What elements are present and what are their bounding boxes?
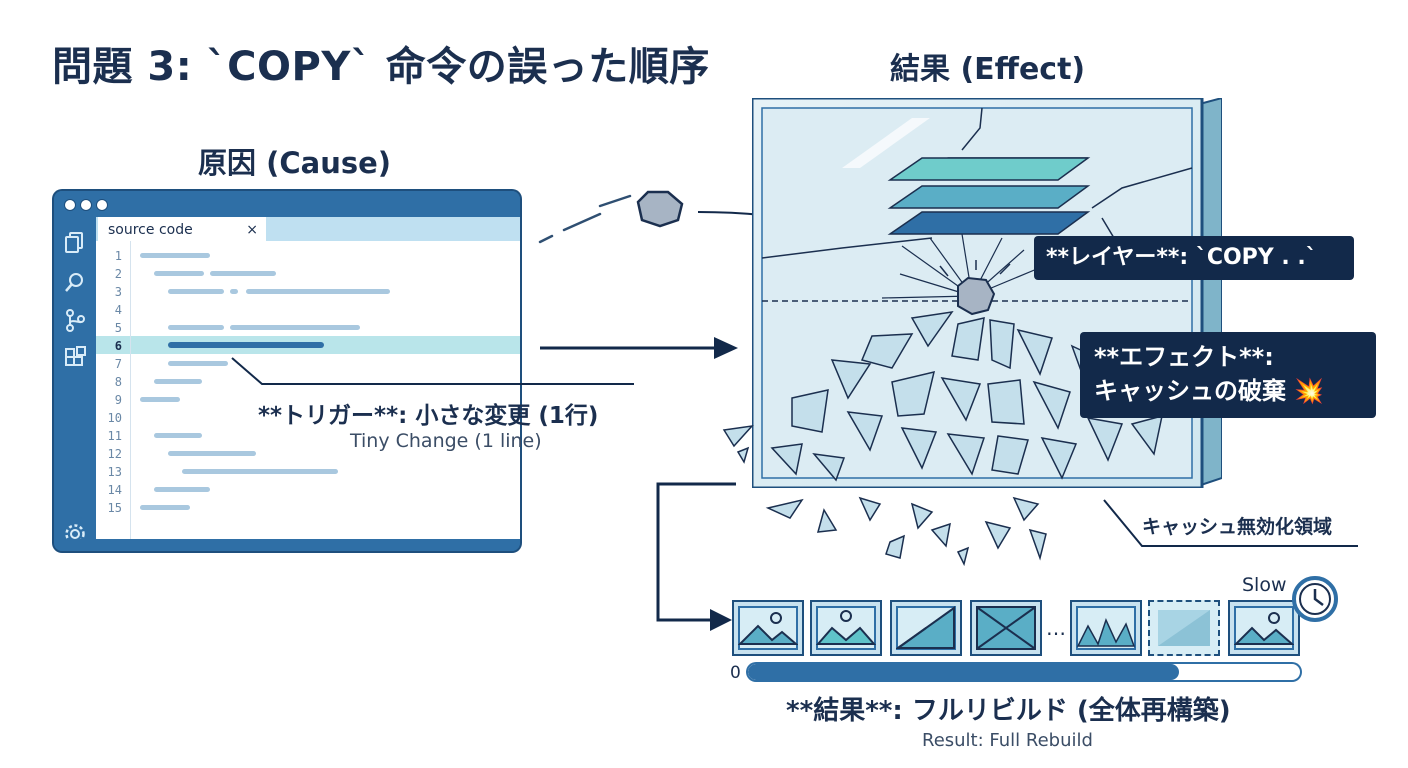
broken-image-icon [1076, 606, 1136, 650]
code-line [140, 397, 180, 402]
effect-callout: **エフェクト**: キャッシュの破棄 💥 [1080, 332, 1376, 418]
image-icon [976, 606, 1036, 650]
build-frame [890, 600, 962, 656]
cache-invalidation-label: キャッシュ無効化領域 [1142, 516, 1333, 538]
code-line [154, 379, 202, 384]
line-number: 3 [114, 285, 122, 299]
files-icon[interactable] [62, 229, 88, 255]
line-number: 7 [114, 357, 122, 371]
line-number: 5 [114, 321, 122, 335]
line-number: 8 [114, 375, 122, 389]
line-number-gutter: 1 2 3 4 5 6 7 8 9 10 11 12 13 14 15 [96, 241, 131, 539]
rock-icon [636, 190, 684, 228]
falling-shards [722, 424, 1047, 567]
line-number: 10 [107, 411, 122, 425]
code-editor-window: source code × 1 2 3 4 5 6 7 8 9 10 11 12… [54, 191, 520, 551]
line-number: 14 [107, 483, 122, 497]
code-line [168, 361, 228, 366]
impact-rock-icon [957, 276, 996, 316]
code-pane[interactable]: 1 2 3 4 5 6 7 8 9 10 11 12 13 14 15 [96, 241, 520, 539]
ellipsis: … [1046, 616, 1066, 640]
tab-close-icon[interactable]: × [246, 222, 258, 238]
tab-source-code[interactable]: source code × [98, 217, 266, 243]
effect-callout-line1: **エフェクト**: [1094, 343, 1274, 371]
progress-fill [748, 664, 1179, 680]
build-frame [732, 600, 804, 656]
window-maximize-dot[interactable] [96, 199, 108, 211]
source-control-icon[interactable] [62, 307, 88, 333]
slow-label: Slow [1242, 574, 1287, 596]
code-line [154, 487, 210, 492]
editor-titlebar [54, 191, 520, 217]
code-line [154, 433, 202, 438]
trigger-sub-label: Tiny Change (1 line) [350, 430, 542, 452]
activity-bar [54, 217, 96, 544]
effect-callout-line2: キャッシュの破棄 💥 [1094, 377, 1325, 405]
arrow-right-icon [710, 609, 732, 631]
code-line [168, 451, 256, 456]
line-number: 13 [107, 465, 122, 479]
tab-label: source code [108, 222, 193, 238]
progress-start-label: 0 [730, 663, 741, 683]
arrow-right-icon [714, 337, 738, 359]
code-line [246, 289, 390, 294]
code-line [168, 289, 224, 294]
build-frame [1070, 600, 1142, 656]
editor-status-bar [54, 539, 520, 551]
effect-heading: 結果 (Effect) [890, 52, 1086, 87]
code-line [168, 325, 224, 330]
code-line [230, 325, 360, 330]
result-label: **結果**: フルリビルド (全体再構築) [786, 696, 1231, 726]
image-icon [738, 606, 798, 650]
cause-heading: 原因 (Cause) [198, 146, 392, 180]
window-minimize-dot[interactable] [80, 199, 92, 211]
image-icon [1158, 610, 1210, 646]
rebuild-progress-bar [748, 664, 1300, 680]
line-number: 9 [114, 393, 122, 407]
image-icon [1234, 606, 1294, 650]
layer-callout: **レイヤー**: `COPY . .` [1034, 236, 1354, 280]
line-number: 12 [107, 447, 122, 461]
build-frame [1228, 600, 1300, 656]
image-icon [816, 606, 876, 650]
line-number: 15 [107, 501, 122, 515]
clock-icon [1292, 576, 1338, 622]
line-number-highlighted: 6 [114, 339, 122, 353]
code-line [140, 253, 210, 258]
changed-code-line [168, 342, 324, 348]
extensions-icon[interactable] [62, 345, 88, 371]
line-number: 4 [114, 303, 122, 317]
image-icon [896, 606, 956, 650]
code-line [230, 289, 238, 294]
line-number: 1 [114, 249, 122, 263]
page-title: 問題 3: `COPY` 命令の誤った順序 [52, 44, 710, 90]
trigger-label: **トリガー**: 小さな変更 (1行) [258, 403, 599, 429]
build-frame-pending [1148, 600, 1220, 656]
code-line [140, 505, 190, 510]
result-sub-label: Result: Full Rebuild [922, 730, 1093, 751]
search-icon[interactable] [62, 269, 88, 295]
line-number: 2 [114, 267, 122, 281]
code-line [210, 271, 276, 276]
window-close-dot[interactable] [64, 199, 76, 211]
code-line [154, 271, 204, 276]
build-frame [970, 600, 1042, 656]
build-frame [810, 600, 882, 656]
line-number: 11 [107, 429, 122, 443]
code-line [182, 469, 338, 474]
